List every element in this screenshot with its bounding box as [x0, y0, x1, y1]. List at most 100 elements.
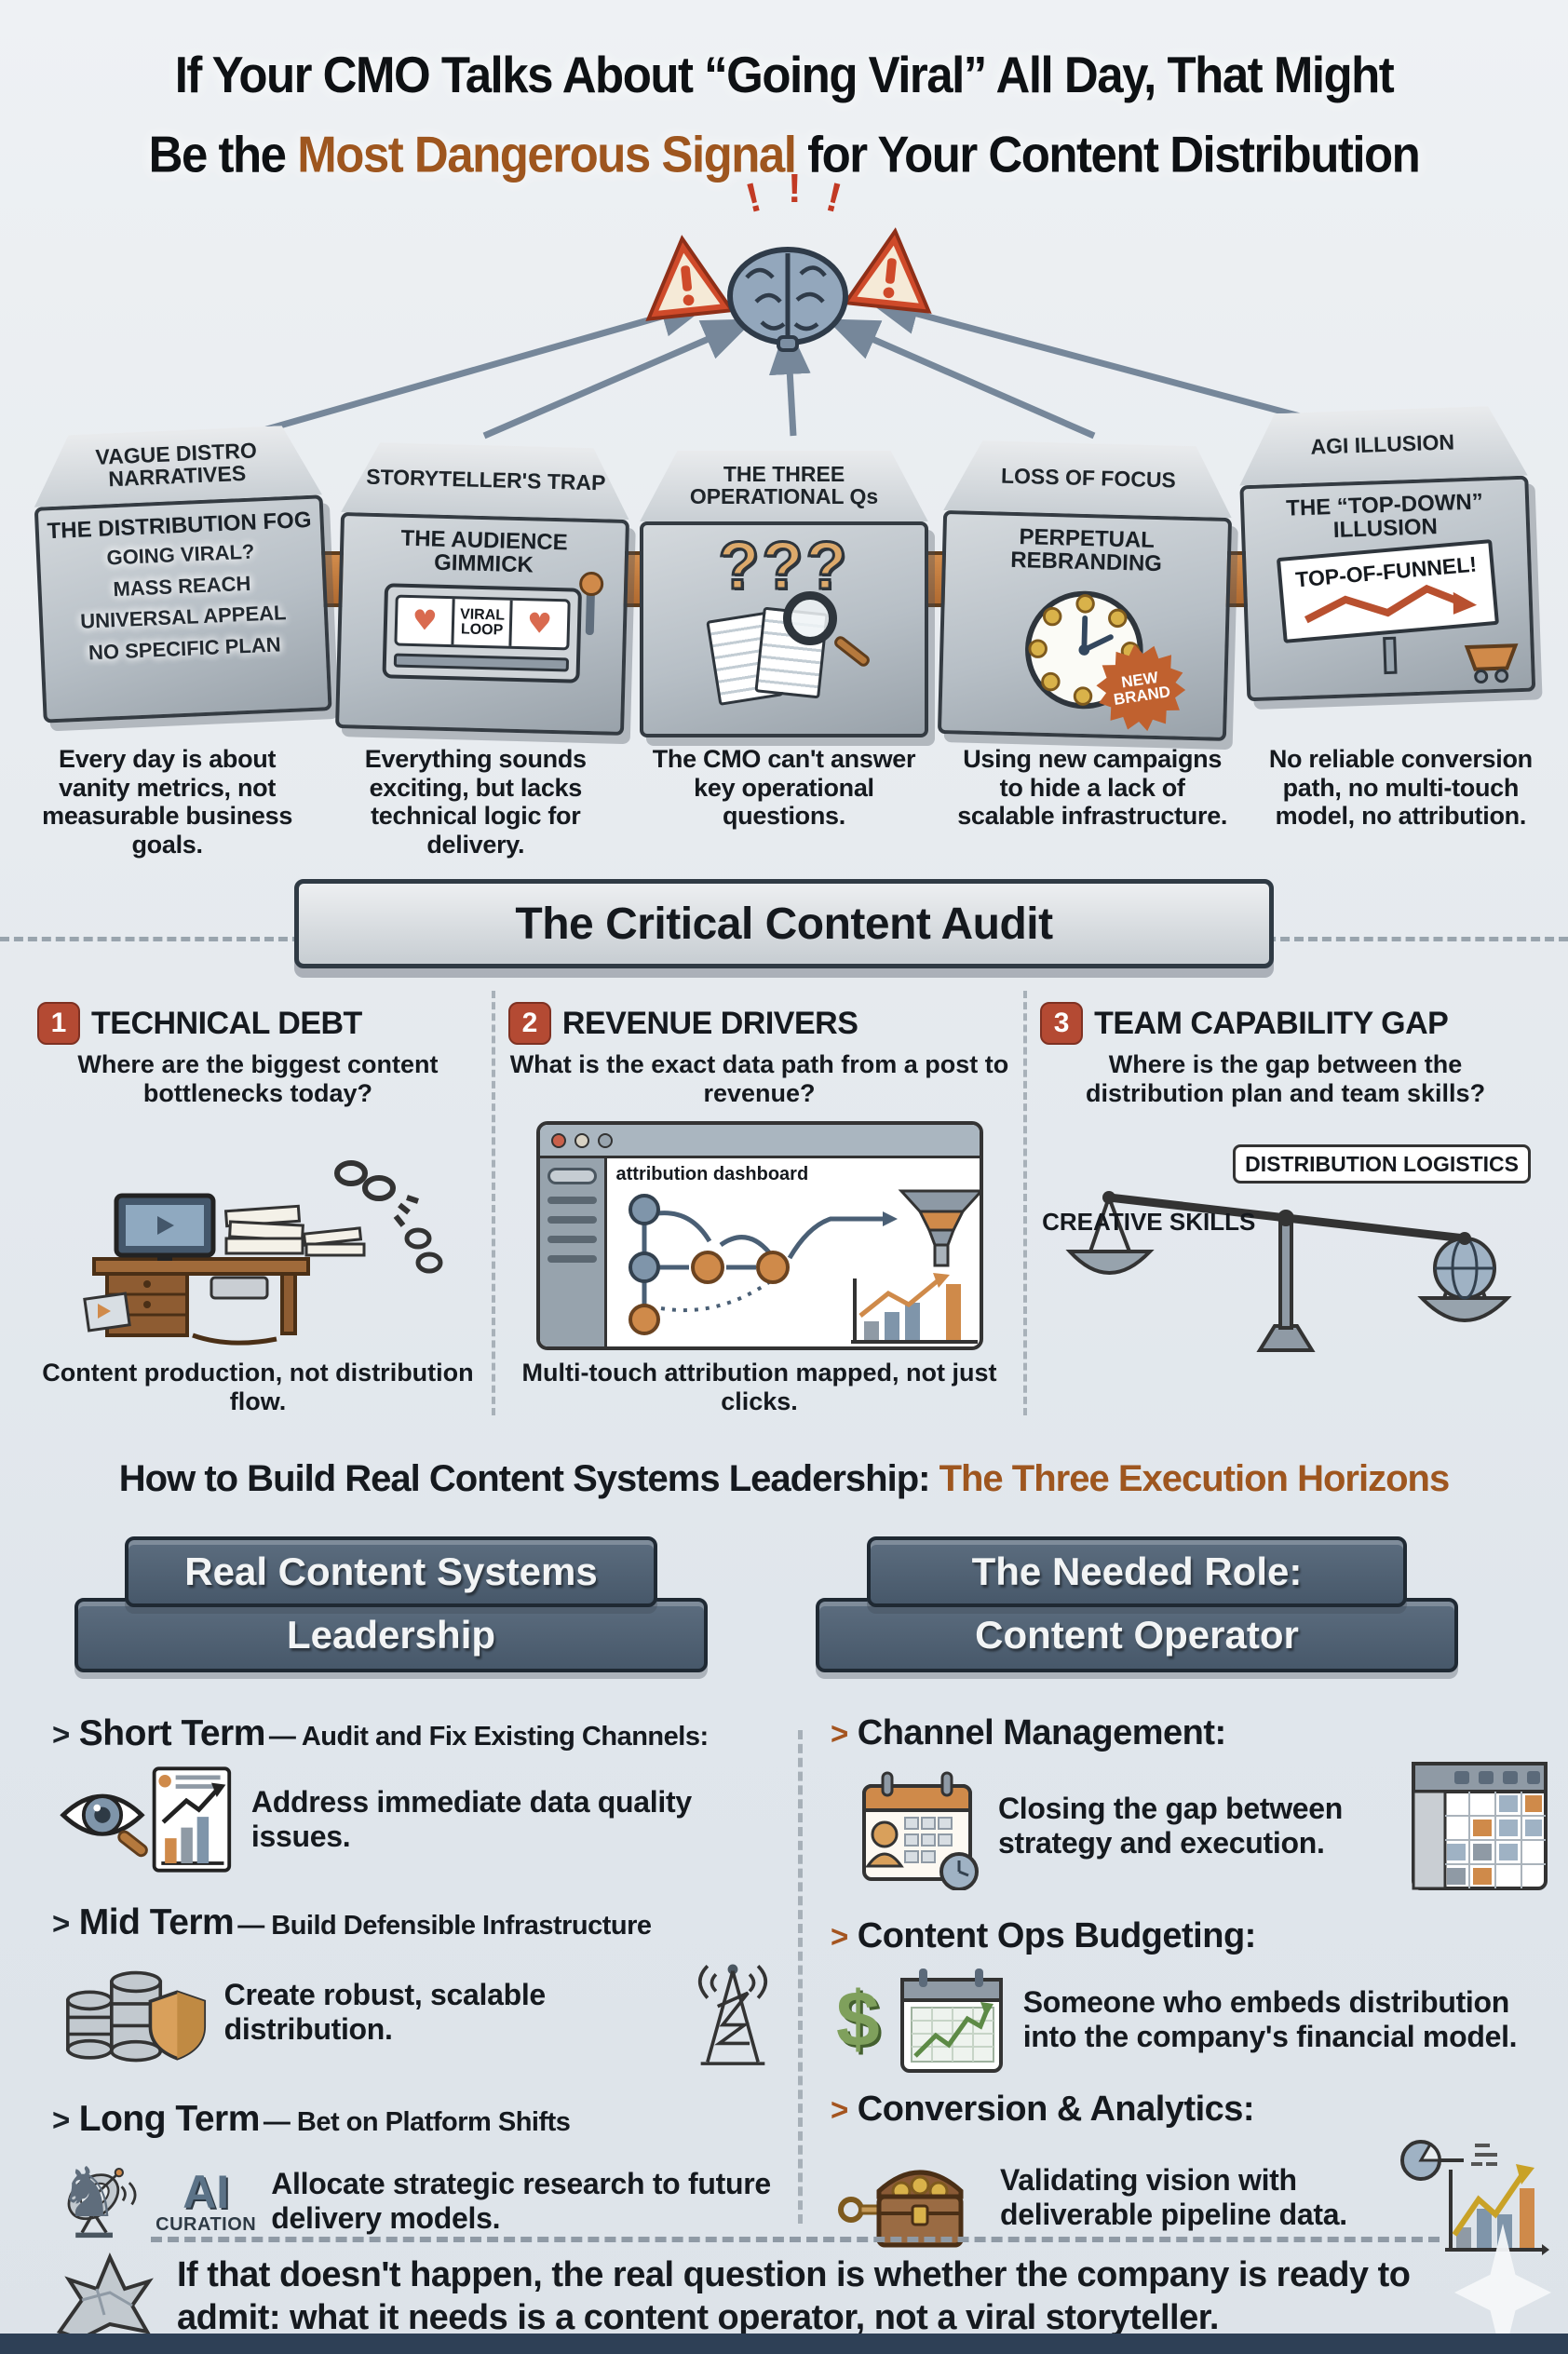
audit-question: What is the exact data path from a post … — [509, 1050, 1009, 1107]
exec-item-body: AI CURATION Allocate strategic research … — [52, 2146, 777, 2256]
ai-label: AI — [182, 2165, 230, 2218]
sidebar-row — [547, 1197, 597, 1204]
curation-label: CURATION — [155, 2213, 257, 2235]
block-caption: No reliable conversion path, no multi-to… — [1268, 745, 1533, 830]
calendar-person-icon — [862, 1771, 979, 1890]
block-caption: Every day is about vanity metrics, not m… — [42, 745, 293, 859]
warning-triangle-icon — [842, 227, 932, 314]
block-face: PERPETUAL REBRANDING NEW BRAND — [937, 509, 1232, 742]
window-dot-icon — [550, 1132, 566, 1148]
exec-item-short-term: >Short Term — Audit and Fix Existing Cha… — [52, 1713, 777, 1878]
exec-item-body: $ Someone who embeds distribution into t… — [831, 1963, 1549, 2077]
slot-window: ♥ VIRAL LOOP ♥ — [393, 594, 571, 651]
attribution-dashboard-window: attribution dashboard — [535, 1121, 983, 1350]
radio-tower-icon — [697, 1964, 768, 2065]
audit-caption: Content production, not distribution flo… — [42, 1359, 474, 1415]
block-top-label: THE THREE OPERATIONAL Qs — [640, 451, 928, 521]
number-badge: 2 — [507, 1002, 551, 1045]
audit-col-revenue-drivers: 2 REVENUE DRIVERS What is the exact data… — [495, 991, 1028, 1415]
ai-curation-icon: AI CURATION — [155, 2169, 256, 2234]
bottom-bar — [0, 2334, 1568, 2354]
pedestal-leadership: Real Content Systems Leadership — [74, 1536, 708, 1672]
block-face-title: THE DISTRIBUTION FOG — [47, 507, 313, 545]
block-top-label: AGI ILLUSION — [1237, 405, 1528, 486]
sidebar-row — [547, 1255, 597, 1263]
dollar-icon: $ — [836, 1974, 880, 2063]
block-face: THE AUDIENCE GIMMICK ♥ VIRAL LOOP ♥ — [334, 511, 629, 736]
number-badge: 1 — [37, 1002, 80, 1045]
cart-icon — [1464, 643, 1519, 684]
crumpled-paper-icon — [56, 2253, 154, 2342]
slot-tray — [393, 653, 569, 672]
block-storytellers-trap: STORYTELLER'S TRAP THE AUDIENCE GIMMICK … — [334, 441, 631, 736]
block-agi-illusion: AGI ILLUSION THE “TOP-DOWN” ILLUSION TOP… — [1237, 405, 1536, 702]
magnifier-icon — [782, 591, 837, 646]
exec-subtitle: — Audit and Fix Existing Channels: — [268, 1722, 709, 1752]
billboard-icon: TOP-OF-FUNNEL! — [1277, 539, 1500, 644]
billboard-pole — [1383, 637, 1398, 675]
number-badge: 3 — [1040, 1002, 1084, 1045]
sidebar-row — [547, 1236, 597, 1243]
audit-illustration: CREATIVE SKILLS DISTRIBUTION LOGISTICS — [1040, 1113, 1531, 1359]
exec-item-conversion-analytics: >Conversion & Analytics: Validating visi… — [831, 2089, 1549, 2259]
audit-header: 2 REVENUE DRIVERS — [507, 1002, 1010, 1045]
exec-subtitle: — Build Defensible Infrastructure — [237, 1910, 652, 1941]
chevron-icon: > — [831, 1716, 848, 1751]
dashed-divider — [151, 2237, 1440, 2242]
block-face-title: THE AUDIENCE GIMMICK — [399, 525, 568, 578]
chevron-icon: > — [831, 1918, 848, 1954]
exec-item-body: Validating vision with deliverable pipel… — [831, 2136, 1549, 2259]
exec-item-long-term: >Long Term — Bet on Platform Shifts AI C… — [52, 2098, 777, 2256]
title-line-2-post: for Your Content Distribution — [795, 125, 1421, 183]
exec-title: Conversion & Analytics: — [857, 2089, 1255, 2129]
window-dot-icon — [597, 1132, 613, 1148]
title-line-1: If Your CMO Talks About “Going Viral” Al… — [174, 46, 1395, 104]
exec-item-content-ops-budgeting: >Content Ops Budgeting: $ Someone — [831, 1917, 1549, 2077]
block-face: THE “TOP-DOWN” ILLUSION TOP-OF-FUNNEL! — [1239, 475, 1536, 702]
block-caption: The CMO can't answer key operational que… — [652, 745, 916, 830]
exec-item-body: Create robust, scalable distribution. — [52, 1950, 777, 2075]
slot-lever-knob — [578, 572, 603, 597]
sidebar-row — [547, 1216, 597, 1224]
exec-item-heading: >Conversion & Analytics: — [831, 2089, 1549, 2129]
exclamation-mark-icon: ! — [788, 166, 802, 211]
warning-triangle-icon — [645, 235, 736, 321]
warning-blocks-row: VAGUE DISTRO NARRATIVES THE DISTRIBUTION… — [37, 408, 1536, 742]
chevron-icon: > — [52, 1717, 70, 1752]
exec-item-heading: >Content Ops Budgeting: — [831, 1917, 1549, 1955]
exec-description: Address immediate data quality issues. — [250, 1784, 692, 1853]
sidebar-search-pill — [547, 1168, 597, 1184]
page-title: If Your CMO Talks About “Going Viral” Al… — [0, 35, 1568, 195]
rebranding-clock: NEW BRAND — [1012, 580, 1156, 724]
cluttered-desk-icon — [83, 1160, 443, 1346]
block-vague-distro: VAGUE DISTRO NARRATIVES THE DISTRIBUTION… — [31, 424, 332, 724]
exec-item-heading: >Long Term — Bet on Platform Shifts — [52, 2098, 777, 2139]
audit-header: 1 TECHNICAL DEBT — [37, 1002, 479, 1045]
declining-arrow-icon — [1304, 585, 1478, 624]
slot-label: VIRAL LOOP — [453, 599, 513, 647]
exec-term: Long Term — [78, 2098, 261, 2139]
title-highlight: Most Dangerous Signal — [297, 125, 797, 183]
balance-scale-icon — [1064, 1191, 1512, 1352]
exec-description: Create robust, scalable distribution. — [223, 1977, 547, 2046]
audit-title: REVENUE DRIVERS — [561, 1005, 858, 1041]
audit-caption: Multi-touch attribution mapped, not just… — [521, 1359, 997, 1415]
heart-icon: ♥ — [396, 597, 455, 645]
block-face: THE DISTRIBUTION FOG GOING VIRAL? MASS R… — [34, 494, 332, 724]
exec-item-heading: >Mid Term — Build Defensible Infrastruct… — [52, 1903, 777, 1942]
exec-term: Short Term — [78, 1713, 266, 1753]
block-face-title: PERPETUAL REBRANDING — [1009, 524, 1163, 577]
browser-titlebar — [539, 1125, 980, 1158]
title-line-2-pre: Be the — [148, 125, 298, 183]
exec-item-mid-term: >Mid Term — Build Defensible Infrastruct… — [52, 1903, 777, 2075]
satellite-dish-icon — [67, 2167, 137, 2238]
chess-knight-icon: ♞ — [58, 2153, 120, 2233]
pedestal-slab: Content Operator — [816, 1598, 1458, 1672]
audit-columns: 1 TECHNICAL DEBT Where are the biggest c… — [24, 991, 1544, 1415]
exec-item-channel-management: >Channel Management: — [831, 1714, 1549, 1892]
window-dot-icon — [574, 1132, 589, 1148]
treasure-chest-icon — [838, 2170, 964, 2248]
chevron-icon: > — [831, 2091, 848, 2127]
pedestal-slab: Leadership — [74, 1598, 708, 1672]
exec-item-body: Closing the gap between strategy and exe… — [831, 1760, 1549, 1892]
